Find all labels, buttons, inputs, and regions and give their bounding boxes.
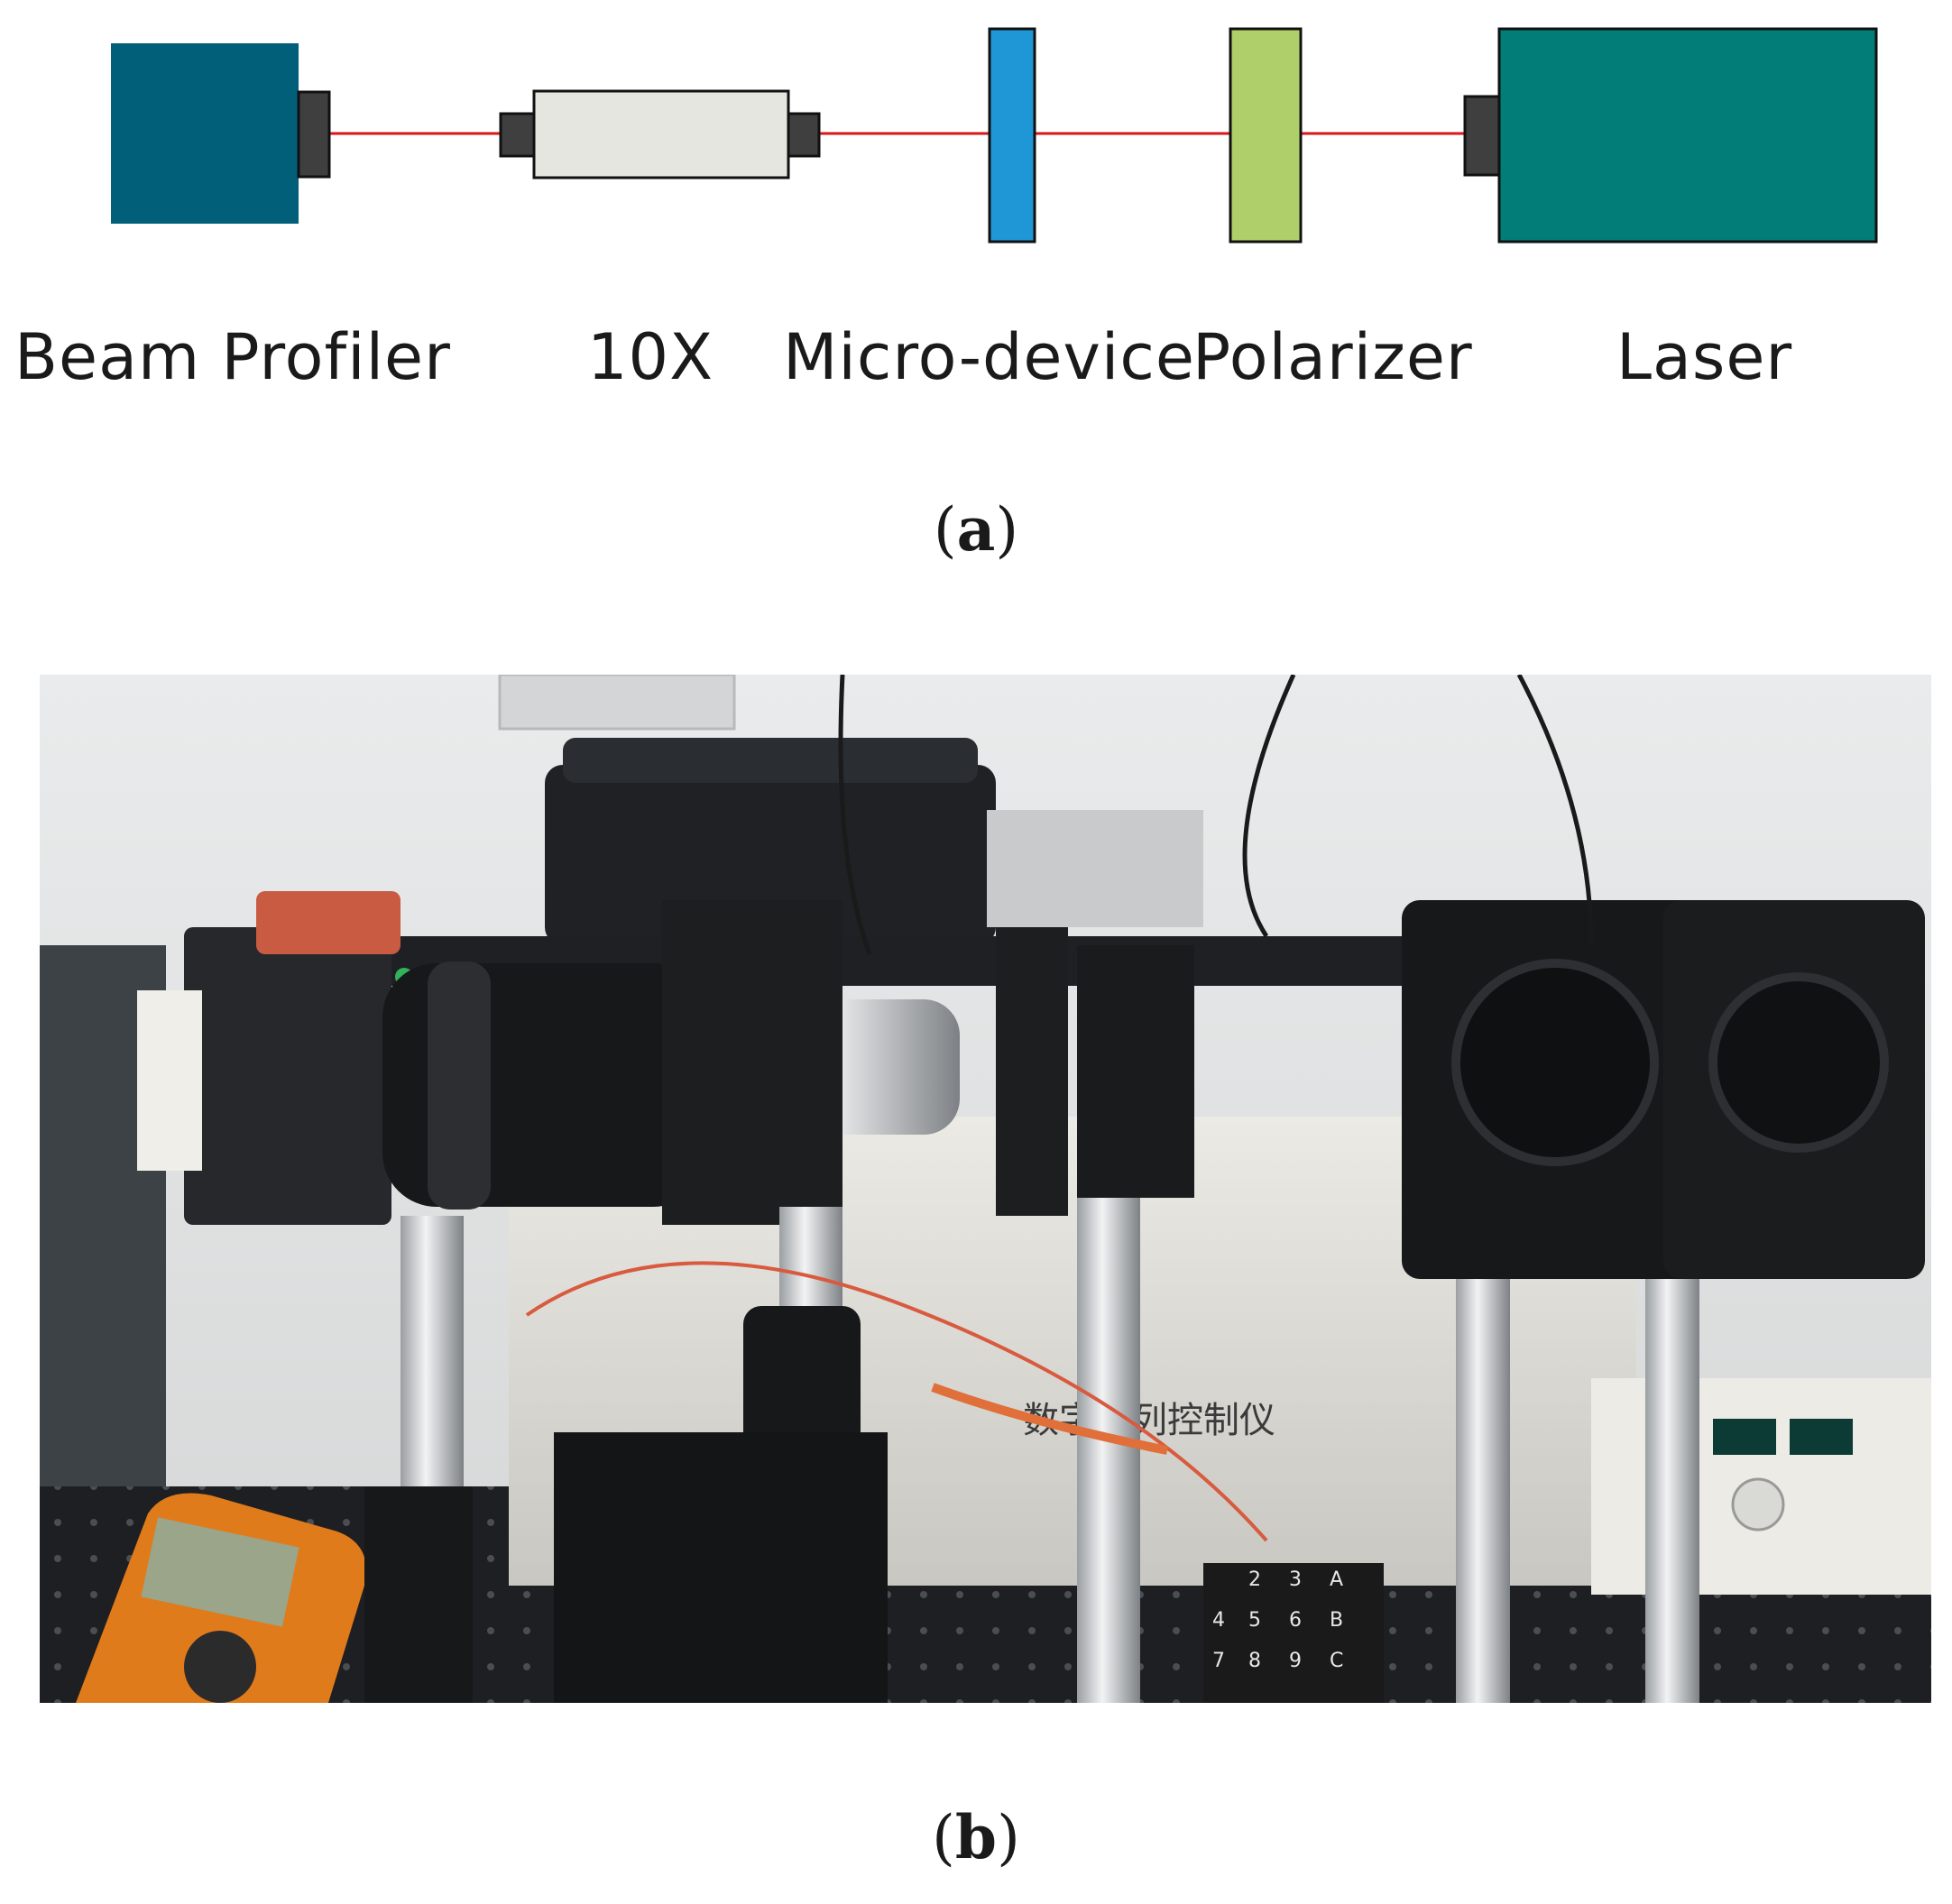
- post-5: [1645, 1261, 1699, 1703]
- keypad-key: B: [1330, 1609, 1343, 1632]
- label-micro-device: Micro-device: [783, 320, 1195, 394]
- micro-device-mount: [996, 927, 1068, 1216]
- camera-tag: [256, 891, 401, 954]
- post-4: [1456, 1261, 1510, 1703]
- keypad: [1203, 1563, 1384, 1703]
- red-wire: [525, 1261, 1268, 1542]
- laser-connector: [1463, 95, 1501, 177]
- camera-body: [184, 927, 391, 1225]
- keypad-key: 8: [1248, 1650, 1261, 1672]
- generator-knob: [1731, 1477, 1785, 1531]
- keypad-key: 4: [1212, 1609, 1225, 1632]
- label-laser: Laser: [1616, 320, 1793, 394]
- keypad-key: 5: [1248, 1609, 1261, 1632]
- micro-device-block: [1077, 945, 1194, 1198]
- orange-clip-lead: [931, 1383, 1168, 1455]
- black-cable: [838, 675, 872, 955]
- panel-label-a: (a): [933, 494, 1019, 565]
- objective-mount: [662, 900, 842, 1225]
- translation-stage: [554, 1432, 888, 1703]
- label-polarizer: Polarizer: [1192, 320, 1473, 394]
- lens-ring: [428, 961, 491, 1210]
- objective-left-cap: [499, 112, 536, 158]
- setup-schematic: [111, 27, 1878, 244]
- black-case: [545, 765, 996, 945]
- keypad-key: 9: [1289, 1650, 1302, 1672]
- black-cable-2: [1242, 675, 1296, 938]
- black-cable-3: [1516, 675, 1594, 946]
- laser-body: [1497, 27, 1878, 244]
- objective-right-cap: [787, 112, 821, 158]
- panel-label-b: (b): [932, 1802, 1020, 1872]
- polarizer-aperture-1: [1451, 959, 1659, 1166]
- keypad-key: 3: [1289, 1568, 1302, 1591]
- beam-profiler-body: [111, 43, 299, 224]
- label-objective: 10X: [587, 320, 714, 394]
- keypad-key: 6: [1289, 1609, 1302, 1632]
- window-frame: [498, 675, 736, 731]
- micro-device-plate: [988, 27, 1036, 244]
- objective-body: [532, 89, 790, 179]
- camera-cloth: [137, 990, 202, 1171]
- generator-display-1: [1713, 1419, 1776, 1455]
- post-holder-1: [364, 1486, 473, 1703]
- keypad-key: C: [1330, 1650, 1343, 1672]
- keypad-key: 7: [1212, 1650, 1225, 1672]
- black-case-lid: [563, 738, 978, 783]
- generator-display-2: [1790, 1419, 1853, 1455]
- label-beam-profiler: Beam Profiler: [14, 320, 451, 394]
- grey-instrument: [987, 810, 1203, 927]
- polarizer-plate: [1229, 27, 1303, 244]
- keypad-key: 2: [1248, 1568, 1261, 1591]
- polarizer-aperture-2: [1708, 972, 1889, 1153]
- beam-profiler-connector: [297, 90, 331, 179]
- keypad-key: A: [1330, 1568, 1343, 1591]
- multimeter: [76, 1493, 366, 1703]
